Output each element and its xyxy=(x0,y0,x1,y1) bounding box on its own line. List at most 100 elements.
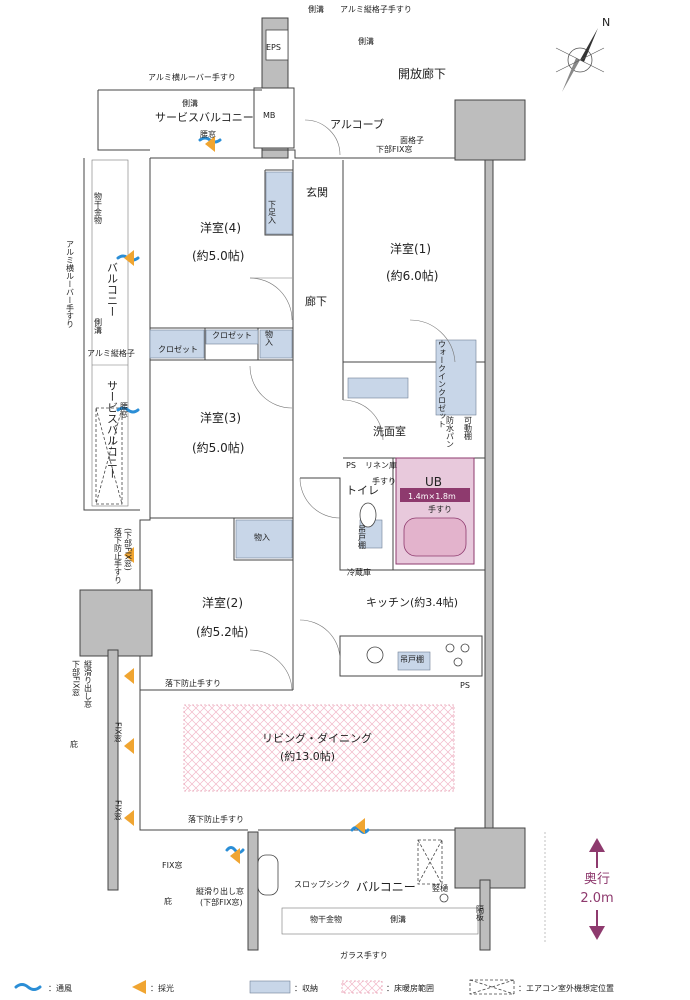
label-living-size: (約13.0帖) xyxy=(280,749,335,763)
label-alumi-louver-top: アルミ横ルーバー手すり xyxy=(148,72,236,82)
legend-daylight: ：採光 xyxy=(150,983,174,993)
label-handrail-b: 手すり xyxy=(428,504,452,514)
label-alumi-louver-left: アルミ横ルーバー手すり xyxy=(66,240,75,328)
toilet-bowl xyxy=(359,502,377,528)
label-lower-fix-side: (下部FIX窓) xyxy=(124,528,133,571)
legend-ac-unit: ：エアコン室外機想定位置 xyxy=(518,983,614,993)
label-balcony-left: バルコニー xyxy=(106,262,119,317)
label-washroom: 洗面室 xyxy=(373,424,406,438)
bathtub xyxy=(403,517,467,557)
drain-pipe xyxy=(439,893,449,903)
label-gutter-service: 側溝 xyxy=(182,98,198,108)
depth-value: 2.0m xyxy=(580,891,613,906)
label-ps-b: PS xyxy=(460,681,470,690)
floor-heating-area xyxy=(183,704,455,792)
label-drying-rack-b: 物干金物 xyxy=(310,914,342,924)
label-storage-a: 物入 xyxy=(265,329,274,346)
label-eaves-a: 庇 xyxy=(70,739,78,749)
label-room2-size: (約5.2帖) xyxy=(196,624,248,639)
compass-north: N xyxy=(602,16,610,29)
label-hallway: 廊下 xyxy=(305,294,327,308)
storage-b xyxy=(235,519,293,559)
closet-a xyxy=(149,329,205,359)
label-room1-size: (約6.0帖) xyxy=(386,268,438,283)
label-room1: 洋室(1) xyxy=(390,241,431,256)
legend-floor-heating: ：床暖房範囲 xyxy=(386,983,434,993)
label-sliding-window-a: 縦滑り出し窓 xyxy=(84,659,93,708)
label-room3: 洋室(3) xyxy=(200,410,241,425)
label-waterproof-pan: 防水パン xyxy=(446,415,455,448)
storage-areas xyxy=(149,171,477,671)
label-fall-guard-b: 落下防止手すり xyxy=(165,678,221,688)
label-fall-guard-a: 落下防止手すり xyxy=(114,527,123,584)
label-alcove: アルコーブ xyxy=(330,117,384,131)
label-walk-in-closet: ウォークインクロゼット xyxy=(438,340,447,428)
label-shoe-storage: 下足入 xyxy=(268,200,277,224)
label-linen: リネン庫 xyxy=(365,460,397,470)
label-open-corridor: 開放廊下 xyxy=(398,66,446,81)
closet-b xyxy=(205,329,259,345)
bottom-balcony-rail-zone xyxy=(281,907,479,935)
doors xyxy=(249,119,456,691)
hanging-shelf-b xyxy=(397,651,431,671)
label-lower-fix-a: 下部FIX窓 xyxy=(72,660,81,696)
label-gutter-bottom: 側溝 xyxy=(390,914,406,924)
legend-floor-heating-icon xyxy=(341,980,383,994)
label-fix-window-a: FIX窓 xyxy=(114,722,123,742)
depth-indicator xyxy=(544,832,605,944)
label-mb: MB xyxy=(263,111,275,120)
label-room2: 洋室(2) xyxy=(202,595,243,610)
label-fridge: 冷蔵庫 xyxy=(347,567,371,577)
label-drying-rack: 物干金物 xyxy=(94,191,103,225)
label-alumi-railing-left: アルミ縦格子 xyxy=(87,348,135,358)
label-ub: UB xyxy=(425,475,442,489)
label-slop-sink: スロップシンク xyxy=(294,880,350,889)
label-gutter-left: 側溝 xyxy=(94,317,103,335)
daylight-marks xyxy=(124,136,365,864)
washbasin xyxy=(347,377,409,399)
label-eaves-b: 庇 xyxy=(164,896,172,906)
ub-size-badge xyxy=(400,488,470,502)
label-ps-a: PS xyxy=(346,461,356,470)
label-toilet: トイレ xyxy=(346,484,379,497)
label-hanging-shelf-b: 吊戸棚 xyxy=(400,654,424,664)
label-fall-guard-c: 落下防止手すり xyxy=(188,814,244,824)
label-gutter-top: 側溝 xyxy=(308,4,324,14)
label-lower-fix-window: 下部FIX窓 xyxy=(376,144,412,154)
label-storage-b: 物入 xyxy=(254,532,270,542)
labels: 側溝 アルミ縦格子手すり 側溝 EPS 開放廊下 アルミ横ルーバー手すり 側溝 … xyxy=(66,4,485,960)
label-waist-window-left: 腰窓 xyxy=(120,402,129,418)
label-gutter-top2: 側溝 xyxy=(358,36,374,46)
storage-a xyxy=(259,329,293,359)
label-hanging-shelf-a: 吊戸棚 xyxy=(358,525,367,550)
label-balcony-bottom: バルコニー xyxy=(356,880,416,894)
slop-sink-basin xyxy=(257,854,279,896)
label-fix-window-b: FIX窓 xyxy=(114,800,123,820)
shoe-storage xyxy=(265,171,293,235)
label-living: リビング・ダイニング xyxy=(262,731,372,745)
label-service-balcony-top: サービスバルコニー xyxy=(155,111,254,124)
label-service-balcony-left: サービスバルコニー xyxy=(106,380,119,479)
label-lower-fix-b: (下部FIX窓) xyxy=(200,897,243,907)
legend-daylight-icon xyxy=(132,980,146,994)
label-closet-a: クロゼット xyxy=(212,330,252,340)
label-room3-size: (約5.0帖) xyxy=(192,440,244,455)
legend-storage: ：収納 xyxy=(294,983,318,993)
label-kitchen: キッチン(約3.4帖) xyxy=(366,595,458,609)
label-drain: 竪樋 xyxy=(432,883,448,893)
legend-ventilation-icon xyxy=(14,983,42,991)
legend-ac-unit-icon xyxy=(469,979,515,995)
label-eps: EPS xyxy=(266,43,281,52)
label-glass-railing: ガラス手すり xyxy=(340,950,388,960)
depth-label: 奥行 xyxy=(584,872,610,887)
label-movable-shelf: 可動棚 xyxy=(464,416,473,441)
label-room4-size: (約5.0帖) xyxy=(192,248,244,263)
label-alumi-railing-top: アルミ縦格子手すり xyxy=(340,4,412,14)
label-fix-window-c: FIX窓 xyxy=(162,860,182,870)
partitions xyxy=(140,160,485,691)
label-lattice-window: 面格子 xyxy=(400,135,424,145)
ac-unit-positions xyxy=(95,407,443,885)
label-closet-b: クロゼット xyxy=(158,344,198,354)
label-sliding-window-b: 縦滑り出し窓 xyxy=(196,886,244,896)
